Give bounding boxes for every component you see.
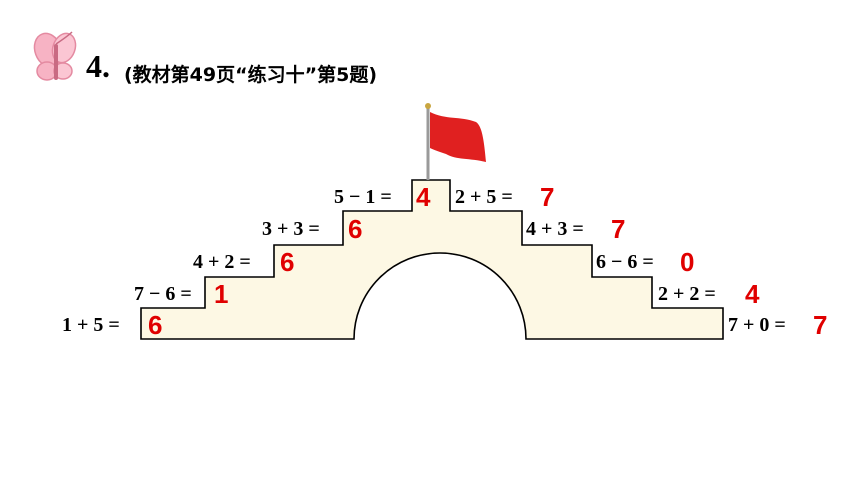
right-equation-5: 7 + 0 = xyxy=(728,314,786,336)
right-equation-3: 6 − 6 = xyxy=(596,251,654,273)
right-answer-1: 7 xyxy=(540,182,555,212)
left-answer-4: 6 xyxy=(348,214,363,244)
flag-icon xyxy=(430,112,486,162)
exercise-number: 4. xyxy=(86,48,110,84)
left-answer-5: 4 xyxy=(416,182,431,212)
right-answer-4: 4 xyxy=(745,279,760,309)
left-answer-1: 6 xyxy=(148,310,163,340)
left-equation-2: 7 − 6 = xyxy=(134,283,192,305)
left-answer-3: 6 xyxy=(280,247,295,277)
left-equation-5: 5 − 1 = xyxy=(334,186,392,208)
right-equation-1: 2 + 5 = xyxy=(455,186,513,208)
left-equation-3: 4 + 2 = xyxy=(193,251,251,273)
butterfly-icon xyxy=(33,31,77,81)
exercise-source: (教材第49页“练习十”第5题) xyxy=(124,64,378,86)
right-equation-2: 4 + 3 = xyxy=(526,218,584,240)
bridge-shape xyxy=(140,179,724,340)
right-answer-3: 0 xyxy=(680,247,695,277)
left-equation-4: 3 + 3 = xyxy=(262,218,320,240)
left-equation-1: 1 + 5 = xyxy=(62,314,120,336)
left-answer-2: 1 xyxy=(214,279,229,309)
right-answer-2: 7 xyxy=(611,214,626,244)
right-answer-5: 7 xyxy=(813,310,828,340)
right-equation-4: 2 + 2 = xyxy=(658,283,716,305)
